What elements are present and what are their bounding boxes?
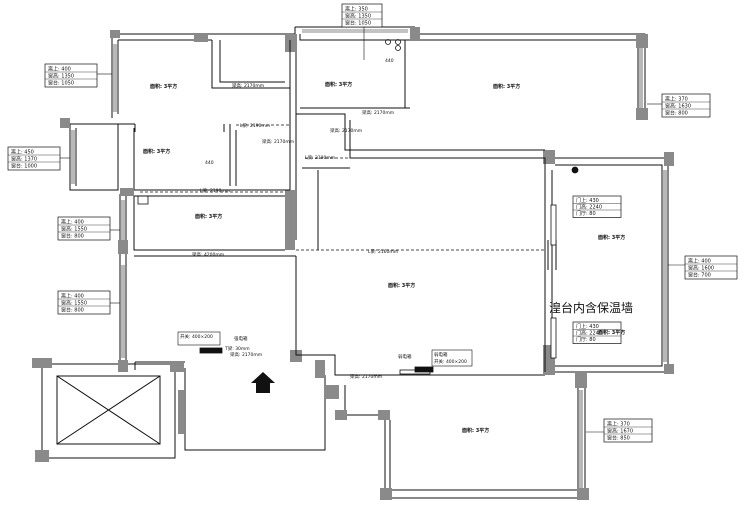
dimension-notes: 梁高: 2170mm 梁高: 2170mm L梁: 2190mm 梁高: 217… [192,58,398,380]
window-tag-line: 窗高: 1630 [665,103,691,110]
window-tag-box [57,216,111,241]
equipment-labels: 强电箱 弱电箱 开关: 400×200 弱电箱 开关: 400×200 [177,331,473,367]
window-tag-box [57,290,111,315]
equipment-label: 强电箱 [234,335,248,342]
room-label: 面积: 3平方 [598,329,625,336]
window-tag-line: 离上: 350 [345,6,368,13]
window-tag-box [572,195,622,218]
window-tag-line: 门上: 430 [576,323,599,330]
equipment-label: 弱电箱 [398,353,412,360]
window-tag-box [603,418,653,443]
interior-walls [133,40,557,372]
dim-note: 梁高: 2170mm [350,373,382,380]
room-label: 面积: 3平方 [143,148,170,155]
window-tag-line: 离上: 400 [688,258,711,265]
window-tag-line: 窗台: 1000 [11,163,37,170]
dim-note: 梁高: 2170mm [262,138,294,145]
window-tag-line: 离上: 400 [61,293,84,300]
beam-lines [140,124,545,251]
dim-note: L梁: 2190mm [305,154,335,161]
window-tag-line: 离上: 400 [61,219,84,226]
dim-note: L梁: 2160mm [368,248,398,255]
window-tag-line: 门高: 2240 [576,204,602,211]
room-label: 面积: 3平方 [493,83,520,90]
window-tag-line: 窗高: 1370 [11,156,37,163]
window-tag-line: 离上: 450 [11,149,34,156]
window-tag-box [341,3,383,28]
entrance-arrow-icon [251,372,275,393]
dim-note: 梁高: 2170mm [362,109,394,116]
dim-note: L梁: 2190mm [240,122,270,129]
window-tag-line: 窗高: 1350 [345,13,371,20]
window-tag-line: 窗台: 800 [61,233,84,240]
window-tag-box [7,146,61,171]
window-tag-line: 门上: 430 [576,197,599,204]
window-tag-line: 窗台: 850 [607,435,630,442]
walls [41,26,669,499]
window-tag-line: 窗高: 1350 [48,73,74,80]
window-tag-line: 窗台: 800 [665,110,688,117]
dim-note: L梁: 2190mm [200,187,230,194]
window-tag-box [44,63,98,88]
room-label: 面积: 3平方 [598,234,625,241]
window-tag-line: 离上: 370 [607,421,630,428]
fixtures [137,39,579,373]
equipment-label: 开关: 400×200 [180,333,213,340]
window-tag-line: 窗高: 1670 [607,428,633,435]
window-tag-line: 离上: 400 [48,66,71,73]
window-tag-line: 窗台: 700 [688,272,711,279]
room-label: 面积: 3平方 [195,213,222,220]
dim-note: 梁高: 2170mm [230,351,262,358]
window-tag-box [684,255,738,280]
dim-note: 梁高: 4200mm [192,251,224,258]
room-label: 面积: 3平方 [388,282,415,289]
window-tag-line: 门厅: 80 [576,210,596,217]
window-tag-line: 窗台: 1050 [48,80,74,87]
room-labels: 面积: 3平方 面积: 3平方 面积: 3平方 面积: 3平方 面积: 3平方 … [143,81,625,434]
equipment-label: 开关: 400×200 [434,358,467,365]
equipment-label: 弱电箱 [434,351,448,358]
window-tag-line: 窗高: 1550 [61,300,87,307]
height-mark: 440 [385,58,394,64]
room-label: 面积: 3平方 [325,81,352,88]
windows [71,29,667,488]
window-tag-line: 门高: 2240 [576,330,602,337]
height-mark: 440 [205,160,214,166]
window-tag-line: 窗台: 1050 [345,20,371,27]
wall-columns [32,27,674,500]
window-tag-box [661,93,711,118]
window-tag-line: 门厅: 80 [576,336,596,343]
room-label: 面积: 3平方 [462,427,489,434]
window-tag-line: 窗高: 1550 [61,226,87,233]
window-tag-line: 离上: 370 [665,96,688,103]
dim-note: 梁高: 2170mm [232,82,264,89]
note-label: 湟台内含保温墙 [549,300,633,315]
doors [399,204,557,375]
dim-note: T梁: 30mm [224,345,250,352]
window-tag-box [572,321,622,344]
room-label: 面积: 3平方 [150,83,177,90]
dim-note: 梁高: 2170mm [330,127,362,134]
window-tag-line: 窗台: 800 [61,307,84,314]
window-tag-line: 窗高: 1600 [688,265,714,272]
